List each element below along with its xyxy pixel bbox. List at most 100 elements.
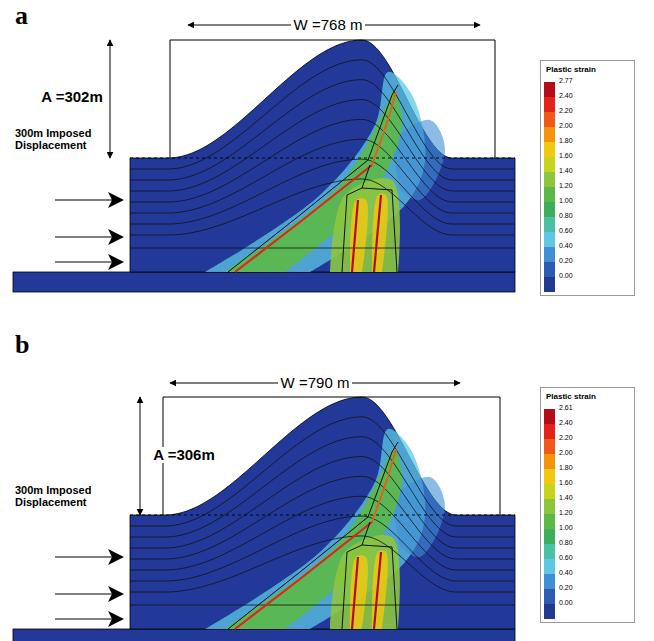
legend-value: 2.00 xyxy=(559,122,573,129)
bedding-layer xyxy=(130,605,515,606)
folded-block xyxy=(130,397,515,629)
legend-swatch xyxy=(544,112,555,127)
legend-value: 2.61 xyxy=(559,404,573,411)
legend-swatch xyxy=(544,544,555,559)
base-strip xyxy=(13,272,515,292)
reference-line xyxy=(130,515,515,516)
strain-zone xyxy=(372,550,388,629)
fold-panel xyxy=(13,383,515,641)
folded-block xyxy=(130,40,515,272)
reference-line xyxy=(130,158,515,159)
legend-value: 2.00 xyxy=(559,449,573,456)
push-arrow xyxy=(55,618,112,619)
strain-zone xyxy=(350,198,368,272)
legend-entry: 2.20 xyxy=(544,112,629,127)
legend-entry: 0.60 xyxy=(544,559,629,574)
shear-band xyxy=(374,552,381,629)
push-arrow xyxy=(55,556,112,557)
strain-zone xyxy=(205,429,425,629)
legend-entry: 1.60 xyxy=(544,484,629,499)
legend-value: 1.00 xyxy=(559,524,573,531)
legend-swatch xyxy=(544,469,555,484)
legend-swatch xyxy=(544,247,555,262)
legend-entry: 2.00 xyxy=(544,454,629,469)
legend-entry: 2.00 xyxy=(544,127,629,142)
bedding-layer xyxy=(130,496,514,570)
shear-band xyxy=(235,165,372,272)
bedding-layer xyxy=(130,179,514,235)
amplitude-arrow xyxy=(140,397,141,515)
panel-letter: b xyxy=(15,331,29,360)
legend-entry: 0.60 xyxy=(544,232,629,247)
bedding-layer xyxy=(130,119,514,202)
legend-entry: 1.40 xyxy=(544,172,629,187)
strain-zone xyxy=(205,72,425,272)
legend-value: 1.20 xyxy=(559,182,573,189)
legend-swatch xyxy=(544,409,555,424)
width-box xyxy=(170,40,495,158)
push-arrow xyxy=(55,236,112,237)
amplitude-arrow xyxy=(110,40,111,158)
legend-swatch xyxy=(544,217,555,232)
bedding-layer xyxy=(130,476,514,559)
legend-swatch xyxy=(544,97,555,112)
legend-swatch xyxy=(544,82,555,97)
fold-panel xyxy=(13,25,515,292)
dimension-label: 300m Imposed Displacement xyxy=(15,127,133,151)
legend-swatch xyxy=(544,559,555,574)
legend-value: 1.80 xyxy=(559,464,573,471)
strain-zone xyxy=(372,193,388,272)
legend-entry: 0.80 xyxy=(544,217,629,232)
legend-value: 1.80 xyxy=(559,137,573,144)
fault-line xyxy=(228,85,398,272)
strain-zone xyxy=(330,535,400,629)
legend-entry: 0.40 xyxy=(544,247,629,262)
push-arrowhead xyxy=(108,192,124,208)
strain-zone xyxy=(330,178,400,272)
fault-line xyxy=(342,545,397,629)
legend-swatch xyxy=(544,574,555,589)
bedding-layer xyxy=(130,536,514,592)
legend-entry: 0.00 xyxy=(544,604,629,619)
legend-value: 1.40 xyxy=(559,167,573,174)
bedding-layer xyxy=(130,80,514,180)
legend-value: 1.60 xyxy=(559,152,573,159)
legend-entry: 2.20 xyxy=(544,439,629,454)
legend-value: 2.20 xyxy=(559,434,573,441)
legend-entry: 1.00 xyxy=(544,529,629,544)
legend-value: 2.77 xyxy=(559,77,573,84)
legend-value: 0.00 xyxy=(559,272,573,279)
legend-entry: 1.40 xyxy=(544,499,629,514)
legend-entry: 1.80 xyxy=(544,469,629,484)
legend-value: 0.20 xyxy=(559,584,573,591)
legend-entry: 0.20 xyxy=(544,262,629,277)
fault-line xyxy=(362,522,370,545)
legend-swatch xyxy=(544,499,555,514)
legend-entry: 0.00 xyxy=(544,277,629,292)
legend-entry: 2.61 xyxy=(544,409,629,424)
legend-value: 0.40 xyxy=(559,242,573,249)
legend-swatch xyxy=(544,604,555,619)
strain-zone xyxy=(350,555,368,629)
legend-value: 2.40 xyxy=(559,419,573,426)
bedding-layer xyxy=(130,159,514,224)
dimension-label: A =302m xyxy=(38,89,106,106)
legend-value: 2.20 xyxy=(559,107,573,114)
legend-entry: 0.80 xyxy=(544,544,629,559)
legend-entry: 1.00 xyxy=(544,202,629,217)
legend-entry: 2.77 xyxy=(544,82,629,97)
bedding-layer xyxy=(130,100,514,191)
legend-swatch xyxy=(544,439,555,454)
legend-entry: 1.20 xyxy=(544,514,629,529)
legend-swatch xyxy=(544,529,555,544)
fault-line xyxy=(342,188,397,272)
legend-swatch xyxy=(544,514,555,529)
legend-entry: 1.60 xyxy=(544,157,629,172)
legend-swatch xyxy=(544,589,555,604)
bedding-layer xyxy=(130,60,514,169)
legend-swatch xyxy=(544,157,555,172)
push-arrowhead xyxy=(108,254,124,270)
legend-swatch xyxy=(544,127,555,142)
legend-swatch xyxy=(544,424,555,439)
legend-title: Plastic strain xyxy=(546,66,596,75)
